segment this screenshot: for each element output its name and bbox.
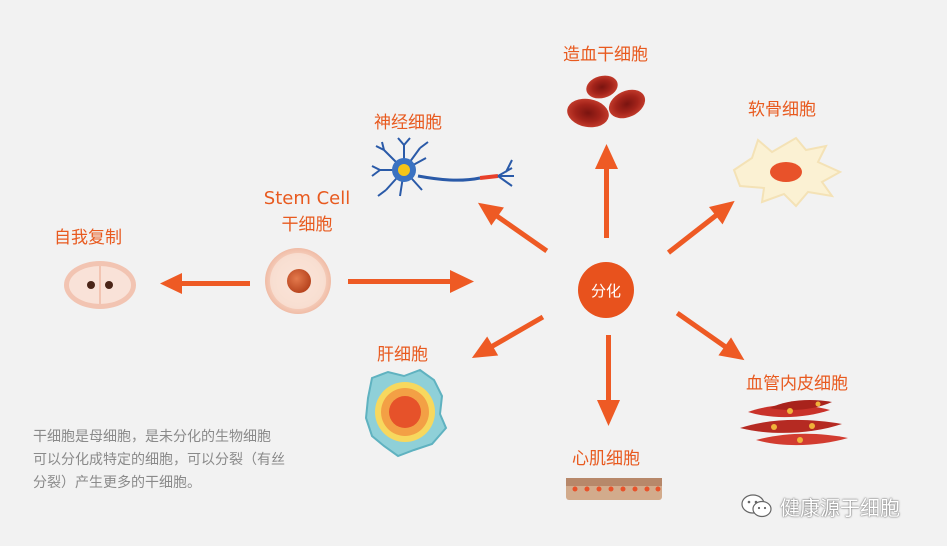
watermark: 健康源于细胞 — [740, 492, 900, 520]
arrow-to-neuron — [477, 202, 549, 253]
arrow-to-endothelial — [675, 311, 745, 361]
arrows — [160, 144, 745, 426]
hematopoietic-label: 造血干细胞 — [563, 45, 648, 65]
arrow-to-hepatocyte — [471, 314, 545, 358]
description-text: 干细胞是母细胞，是未分化的生物细胞 可以分化成特定的细胞，可以分裂（有丝 分裂）… — [33, 426, 343, 495]
arrow-to-hematopoietic — [595, 144, 618, 238]
dividing-cell-icon — [64, 261, 136, 309]
wechat-icon — [741, 494, 772, 518]
chondrocyte-label: 软骨细胞 — [748, 100, 816, 120]
arrow-to-chondrocyte — [666, 200, 735, 255]
endothelial-label: 血管内皮细胞 — [746, 374, 848, 394]
differentiation-hub: 分化 — [578, 262, 634, 318]
description-line-3: 分裂）产生更多的干细胞。 — [33, 475, 201, 491]
arrow-to-self-renewal — [160, 273, 250, 294]
watermark-text: 健康源于细胞 — [780, 495, 900, 520]
stem-cell-icon — [265, 248, 331, 314]
red-blood-cells-icon — [567, 75, 646, 128]
description-line-2: 可以分化成特定的细胞，可以分裂（有丝 — [33, 452, 285, 468]
stem-cell-label-zh: 干细胞 — [281, 215, 333, 235]
cardiomyocyte-icon — [566, 478, 662, 500]
self-renewal-label: 自我复制 — [54, 228, 122, 248]
cardiomyocyte-label: 心肌细胞 — [572, 449, 640, 469]
endothelial-cells-icon — [740, 400, 848, 446]
arrow-to-differentiation — [348, 270, 474, 293]
arrow-to-cardiomyocyte — [597, 335, 620, 426]
description-line-1: 干细胞是母细胞，是未分化的生物细胞 — [33, 429, 271, 445]
stem-cell-label-en: Stem Cell — [263, 188, 351, 209]
neuron-label: 神经细胞 — [374, 113, 442, 133]
differentiation-label: 分化 — [590, 281, 621, 300]
hepatocyte-icon — [364, 368, 448, 458]
neuron-icon — [371, 137, 514, 197]
hepatocyte-label: 肝细胞 — [377, 345, 428, 365]
chondrocyte-icon — [732, 136, 843, 208]
